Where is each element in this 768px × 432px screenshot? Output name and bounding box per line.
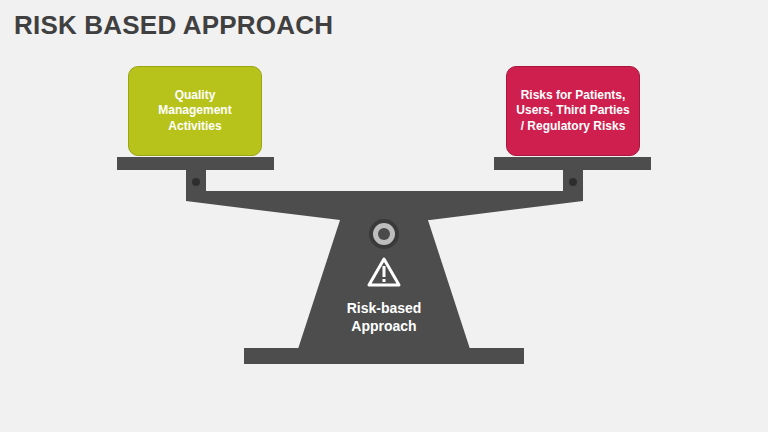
scale-base — [244, 348, 524, 364]
left-support — [186, 170, 206, 194]
node-label: Quality Management Activities — [137, 88, 253, 135]
activity-box: Quality Management Activities — [128, 66, 262, 156]
right-support — [563, 170, 583, 194]
scale-stand — [298, 214, 470, 349]
warning-icon — [369, 259, 399, 285]
node-label: Risks for Patients, Users, Third Parties… — [515, 88, 631, 135]
slide-title: RISK BASED APPROACH — [14, 10, 333, 41]
risk-box: Risks for Patients, Users, Third Parties… — [506, 66, 640, 156]
pivot-ring — [373, 223, 395, 245]
pivot-outer — [369, 219, 399, 249]
right-pin — [569, 178, 577, 186]
warning-mark — [383, 266, 386, 277]
right-platform — [494, 157, 651, 170]
pivot-center — [378, 228, 390, 240]
left-platform — [117, 157, 274, 170]
stand-label: Risk-based Approach — [314, 292, 454, 342]
warning-dot — [383, 279, 386, 282]
left-pin — [192, 178, 200, 186]
node-label: Risk-based Approach — [322, 299, 446, 335]
